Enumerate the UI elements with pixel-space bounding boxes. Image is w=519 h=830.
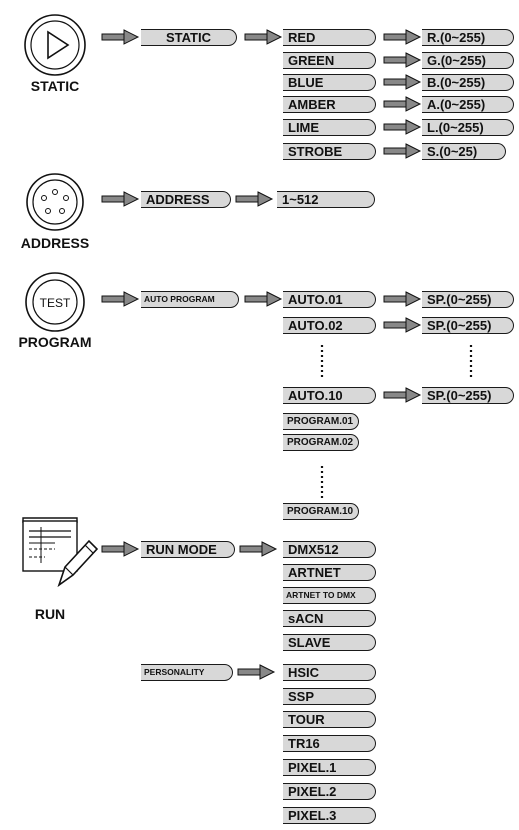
category-label-static: STATIC — [30, 78, 80, 94]
static-value: B.(0~255) — [422, 74, 514, 91]
play-icon — [24, 14, 86, 76]
arrow-icon — [383, 291, 421, 307]
static-item[interactable]: AMBER — [283, 96, 376, 113]
static-item[interactable]: LIME — [283, 119, 376, 136]
test-icon-text: TEST — [40, 296, 71, 310]
arrow-icon — [383, 387, 421, 403]
menu-personality[interactable]: PERSONALITY — [141, 664, 233, 681]
program-item[interactable]: PROGRAM.02 — [283, 434, 359, 451]
personality-item[interactable]: PIXEL.2 — [283, 783, 376, 800]
arrow-icon — [235, 191, 273, 207]
personality-item[interactable]: TR16 — [283, 735, 376, 752]
run-mode-item[interactable]: ARTNET TO DMX — [283, 587, 376, 604]
run-mode-item[interactable]: ARTNET — [283, 564, 376, 581]
speed-value: SP.(0~255) — [422, 387, 514, 404]
arrow-icon — [101, 191, 139, 207]
auto-item[interactable]: AUTO.01 — [283, 291, 376, 308]
personality-item[interactable]: TOUR — [283, 711, 376, 728]
speed-value: SP.(0~255) — [422, 291, 514, 308]
personality-item[interactable]: PIXEL.1 — [283, 759, 376, 776]
arrow-icon — [244, 29, 282, 45]
menu-auto-program[interactable]: AUTO PROGRAM — [141, 291, 239, 308]
arrow-icon — [383, 52, 421, 68]
menu-address[interactable]: ADDRESS — [141, 191, 231, 208]
static-item[interactable]: BLUE — [283, 74, 376, 91]
menu-static[interactable]: STATIC — [141, 29, 237, 46]
arrow-icon — [244, 291, 282, 307]
arrow-icon — [383, 119, 421, 135]
personality-item[interactable]: PIXEL.3 — [283, 807, 376, 824]
static-value: G.(0~255) — [422, 52, 514, 69]
static-value: R.(0~255) — [422, 29, 514, 46]
menu-run-mode[interactable]: RUN MODE — [141, 541, 235, 558]
arrow-icon — [383, 29, 421, 45]
category-label-program: PROGRAM — [18, 334, 92, 350]
test-icon: TEST — [25, 272, 85, 332]
program-item[interactable]: PROGRAM.10 — [283, 503, 359, 520]
personality-item[interactable]: HSIC — [283, 664, 376, 681]
auto-item[interactable]: AUTO.10 — [283, 387, 376, 404]
category-label-run: RUN — [34, 606, 66, 622]
run-mode-item[interactable]: sACN — [283, 610, 376, 627]
run-mode-item[interactable]: DMX512 — [283, 541, 376, 558]
speed-value: SP.(0~255) — [422, 317, 514, 334]
program-item[interactable]: PROGRAM.01 — [283, 413, 359, 430]
arrow-icon — [101, 541, 139, 557]
static-value: S.(0~25) — [422, 143, 506, 160]
arrow-icon — [383, 317, 421, 333]
auto-item[interactable]: AUTO.02 — [283, 317, 376, 334]
category-label-address: ADDRESS — [20, 235, 90, 251]
static-item[interactable]: GREEN — [283, 52, 376, 69]
arrow-icon — [237, 664, 275, 680]
address-range: 1~512 — [277, 191, 375, 208]
arrow-icon — [239, 541, 277, 557]
run-mode-item[interactable]: SLAVE — [283, 634, 376, 651]
static-value: L.(0~255) — [422, 119, 514, 136]
arrow-icon — [101, 291, 139, 307]
dmx-connector-icon — [26, 173, 84, 231]
static-item[interactable]: RED — [283, 29, 376, 46]
static-value: A.(0~255) — [422, 96, 514, 113]
static-item[interactable]: STROBE — [283, 143, 376, 160]
arrow-icon — [383, 74, 421, 90]
edit-document-icon — [22, 517, 99, 588]
arrow-icon — [101, 29, 139, 45]
arrow-icon — [383, 96, 421, 112]
arrow-icon — [383, 143, 421, 159]
personality-item[interactable]: SSP — [283, 688, 376, 705]
